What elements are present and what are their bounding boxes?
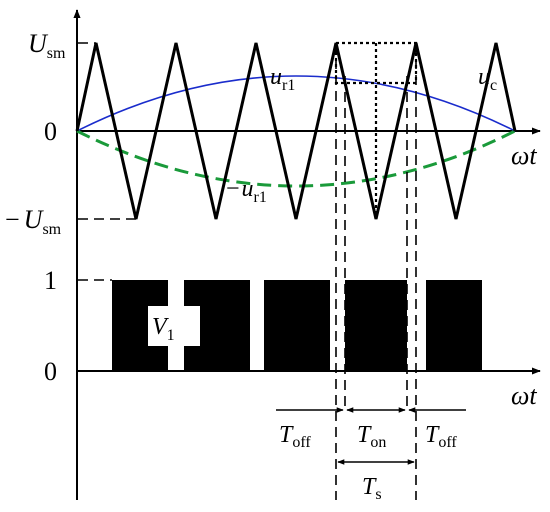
top-zero-label: 0 (44, 117, 57, 146)
timing-annotations: Toff Ton Toff Ts (276, 43, 466, 503)
top-omega-t-label: ωt (511, 141, 537, 170)
pulse-label: V1 (152, 314, 175, 344)
toff-left-label: Toff (279, 422, 311, 451)
pulse-label-box (148, 306, 200, 346)
bottom-omega-t-label: ωt (511, 381, 537, 410)
carrier-wave (75, 42, 517, 220)
ton-label: Ton (357, 422, 386, 451)
bottom-plot: V1 1 0 ωt (44, 266, 541, 410)
neg-usm-label: −Usm (5, 205, 62, 238)
top-plot: Usm 0 −Usm ωt ur1 −ur1 uc (5, 9, 541, 500)
ref-pos-label: ur1 (270, 64, 295, 94)
pulse-3 (264, 280, 330, 371)
ref-neg-label: −ur1 (226, 176, 267, 206)
carrier-label: uc (478, 64, 497, 94)
ts-label: Ts (362, 474, 382, 503)
bottom-zero-label: 0 (44, 357, 57, 386)
one-label: 1 (44, 266, 57, 295)
ref-negative-curve (76, 129, 516, 188)
pulse-5 (426, 280, 482, 371)
pulse-4 (345, 280, 407, 371)
ref-positive-curve (76, 75, 516, 132)
toff-right-label: Toff (425, 422, 457, 451)
usm-label: Usm (28, 29, 66, 62)
